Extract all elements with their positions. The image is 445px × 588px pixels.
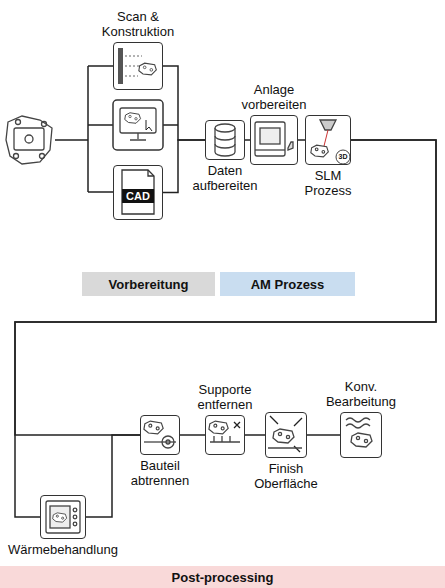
step-label: Supporte entfernen: [185, 382, 265, 412]
flow-connector: [298, 139, 305, 141]
box-label: CAD: [122, 189, 154, 203]
finish-icon: [268, 416, 302, 452]
flow-connector: [245, 434, 265, 436]
flow-connector: [163, 66, 205, 140]
step-label: Bauteil abtrennen: [120, 458, 200, 488]
support-icon: [209, 421, 240, 442]
band-label: Post-processing: [172, 570, 274, 585]
band-label: Vorbereitung: [109, 277, 189, 292]
scan-icon: [118, 48, 156, 84]
process-box: Wärmebehandlung: [40, 495, 86, 539]
cut-icon: [144, 421, 176, 448]
flow-connector: [15, 140, 436, 517]
step-label: Daten aufbereiten: [188, 163, 262, 193]
step-label: Anlage vorbereiten: [232, 82, 316, 112]
process-box: Anlage vorbereiten: [250, 115, 298, 165]
slm-icon: [311, 120, 350, 164]
phase-band: Vorbereitung: [82, 272, 215, 296]
step-label: Finish Oberfläche: [244, 461, 328, 491]
machine-icon: [255, 122, 293, 156]
process-box: CAD: [113, 165, 163, 220]
badge-label: 3D: [336, 152, 350, 161]
database-icon: [215, 124, 235, 156]
process-box: Daten aufbereiten: [205, 120, 245, 160]
flow-connector: [15, 140, 436, 435]
machining-icon: [346, 418, 372, 447]
phase-band: AM Prozess: [220, 272, 355, 296]
process-box: Scan & Konstruktion: [113, 42, 163, 90]
flow-connector: [307, 434, 340, 436]
bracket-lines: [55, 66, 178, 192]
step-label: Wärmebehandlung: [1, 542, 125, 557]
step-label: Scan & Konstruktion: [83, 9, 193, 39]
process-box: Bauteil abtrennen: [140, 415, 180, 455]
band-label: AM Prozess: [251, 277, 325, 292]
process-box: Konv. Bearbeitung: [340, 412, 382, 458]
phase-band: Post-processing: [0, 566, 445, 588]
cad-document-icon: [122, 170, 154, 214]
oven-icon: [46, 501, 80, 533]
process-box: Finish Oberfläche: [265, 412, 307, 458]
step-label: SLM Prozess: [295, 168, 361, 198]
part-drawing: [6, 116, 52, 164]
process-box: Supporte entfernen: [205, 415, 245, 455]
step-label: Konv. Bearbeitung: [317, 379, 405, 409]
flow-connector: [180, 434, 205, 436]
cad-screen-icon: [113, 100, 163, 150]
